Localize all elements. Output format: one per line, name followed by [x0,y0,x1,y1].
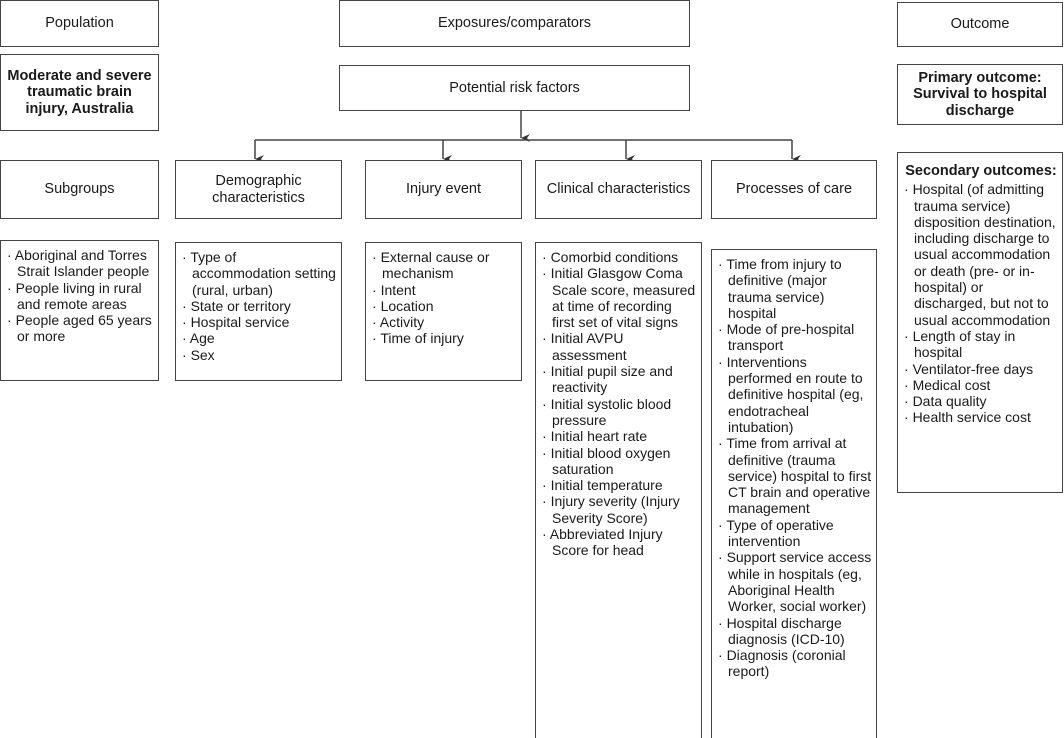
secondary-outcomes-title: Secondary outcomes: [905,163,1057,179]
list-item: Hospital (of admitting trauma service) d… [904,181,1058,328]
list-item: Type of accommodation setting (rural, ur… [182,249,337,298]
subgroups-header-text: Subgroups [44,181,115,198]
outcome-header-text: Outcome [950,16,1010,33]
list-item: Hospital service [182,314,337,330]
list-item: Type of operative intervention [718,517,872,550]
bullet-list: Type of accommodation setting (rural, ur… [182,249,337,363]
injury-list: External cause or mechanismIntentLocatio… [365,242,522,381]
subgroups-list: Aboriginal and Torres Strait Islander pe… [0,240,159,381]
list-item: Time from arrival at definitive (trauma … [718,435,872,516]
list-item: Interventions performed en route to defi… [718,354,872,435]
bullet-list: Time from injury to definitive (major tr… [718,256,872,680]
exposures-header-text: Exposures/comparators [437,15,592,32]
list-item: Activity [372,314,517,330]
secondary-outcomes-box: Secondary outcomes: Hospital (of admitti… [897,152,1063,493]
population-header: Population [0,0,159,47]
list-item: Aboriginal and Torres Strait Islander pe… [7,247,154,280]
processes-header-text: Processes of care [735,181,853,198]
processes-header: Processes of care [711,160,877,219]
population-header-text: Population [45,15,114,32]
bullet-list: Aboriginal and Torres Strait Islander pe… [7,247,154,345]
list-item: Support service access while in hospital… [718,549,872,614]
list-item: Initial heart rate [542,428,697,444]
list-item: External cause or mechanism [372,249,517,282]
demographic-header: Demographic characteristics [175,160,342,219]
processes-list: Time from injury to definitive (major tr… [711,249,877,738]
list-item: Initial blood oxygen saturation [542,445,697,478]
list-item: Injury severity (Injury Severity Score) [542,493,697,526]
list-item: Age [182,330,337,346]
primary-outcome-text: Primary outcome: Survival to hospital di… [913,69,1047,119]
bullet-list: Hospital (of admitting trauma service) d… [904,181,1058,425]
list-item: Ventilator-free days [904,361,1058,377]
list-item: Initial pupil size and reactivity [542,363,697,396]
injury-header-text: Injury event [406,181,481,198]
list-item: Abbreviated Injury Score for head [542,526,697,559]
list-item: Diagnosis (coronial report) [718,647,872,680]
exposures-header: Exposures/comparators [339,0,690,47]
demographic-list: Type of accommodation setting (rural, ur… [175,242,342,381]
list-item: Mode of pre-hospital transport [718,321,872,354]
list-item: Initial AVPU assessment [542,330,697,363]
subgroups-header: Subgroups [0,160,159,219]
clinical-header-text: Clinical characteristics [546,181,691,198]
list-item: Time of injury [372,330,517,346]
list-item: People aged 65 years or more [7,312,154,345]
demographic-header-text: Demographic characteristics [212,173,305,206]
list-item: Data quality [904,393,1058,409]
population-text: Moderate and severe traumatic brain inju… [7,67,152,117]
risk-factors-text: Potential risk factors [449,79,580,96]
population-box: Moderate and severe traumatic brain inju… [0,54,159,131]
primary-outcome-box: Primary outcome: Survival to hospital di… [897,64,1063,125]
list-item: Initial systolic blood pressure [542,396,697,429]
injury-header: Injury event [365,160,522,219]
list-item: Hospital discharge diagnosis (ICD-10) [718,615,872,648]
list-item: People living in rural and remote areas [7,280,154,313]
risk-factors-box: Potential risk factors [339,65,690,111]
list-item: Intent [372,282,517,298]
bullet-list: External cause or mechanismIntentLocatio… [372,249,517,347]
list-item: Initial Glasgow Coma Scale score, measur… [542,265,697,330]
list-item: Initial temperature [542,477,697,493]
list-item: Length of stay in hospital [904,328,1058,361]
list-item: Sex [182,347,337,363]
list-item: Health service cost [904,409,1058,425]
list-item: Location [372,298,517,314]
outcome-header: Outcome [897,2,1063,47]
clinical-header: Clinical characteristics [535,160,702,219]
list-item: State or territory [182,298,337,314]
bullet-list: Comorbid conditionsInitial Glasgow Coma … [542,249,697,559]
list-item: Medical cost [904,377,1058,393]
list-item: Time from injury to definitive (major tr… [718,256,872,321]
list-item: Comorbid conditions [542,249,697,265]
clinical-list: Comorbid conditionsInitial Glasgow Coma … [535,242,702,738]
